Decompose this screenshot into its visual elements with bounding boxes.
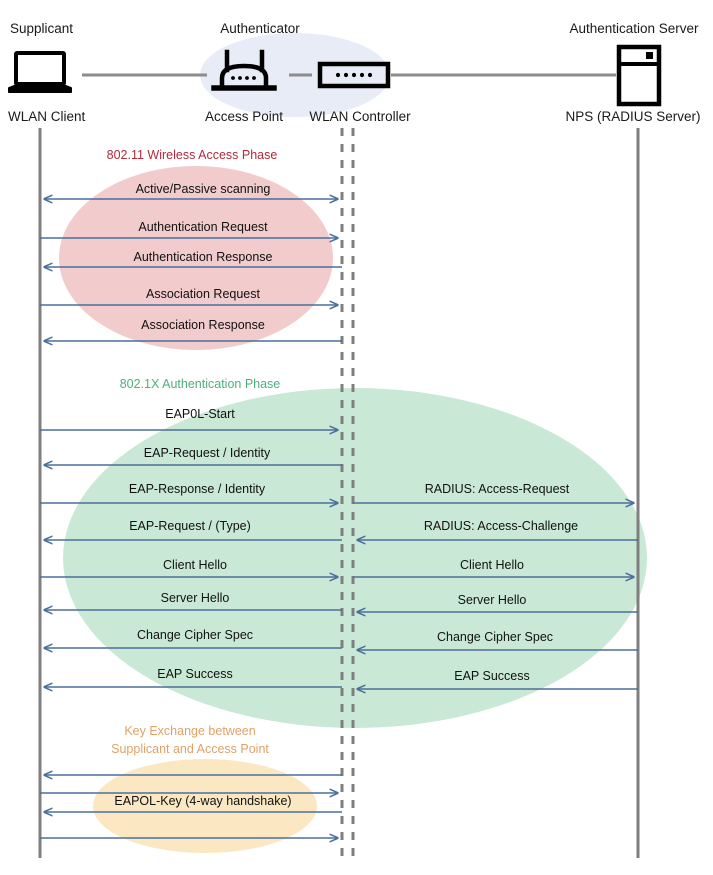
message-label: Change Cipher Spec [137, 628, 253, 642]
actor-device-access-point: Access Point [205, 109, 283, 124]
phase-ellipse-dot1x [63, 388, 647, 728]
phase-label-key-exchange-line1: Key Exchange between [124, 724, 255, 738]
message-label: EAP-Request / (Type) [129, 519, 251, 533]
message-label: RADIUS: Access-Challenge [424, 519, 578, 533]
access-point-icon [211, 49, 277, 91]
message-label: Association Response [141, 318, 265, 332]
message-label: EAP-Response / Identity [129, 482, 266, 496]
phase-label-wireless-access: 802.11 Wireless Access Phase [107, 148, 278, 162]
message-label: Server Hello [458, 593, 527, 607]
message-group-dot1x-right: RADIUS: Access-Request RADIUS: Access-Ch… [353, 482, 638, 689]
message-label: Active/Passive scanning [136, 182, 271, 196]
message-label: Association Request [146, 287, 260, 301]
wlan-controller-icon [317, 61, 391, 89]
message-group-dot1x-left: EAP0L-Start EAP-Request / Identity EAP-R… [40, 407, 342, 687]
message-group-key-exchange: EAPOL-Key (4-way handshake) [40, 775, 342, 838]
phase-ellipse-wireless [59, 166, 333, 350]
phase-label-dot1x-authentication: 802.1X Authentication Phase [120, 377, 281, 391]
laptop-icon [8, 51, 72, 93]
message-label: EAP Success [454, 669, 530, 683]
phase-ellipse-key-exchange [93, 759, 317, 853]
message-label: RADIUS: Access-Request [425, 482, 570, 496]
message-label: EAP-Request / Identity [144, 446, 271, 460]
actor-role-supplicant: Supplicant [10, 21, 73, 36]
message-label: EAP Success [157, 667, 233, 681]
actor-device-nps-radius-server: NPS (RADIUS Server) [565, 109, 700, 124]
message-label: EAPOL-Key (4-way handshake) [114, 794, 291, 808]
message-label: Change Cipher Spec [437, 630, 553, 644]
message-label: Authentication Response [134, 250, 273, 264]
server-icon [616, 44, 662, 107]
phase-label-key-exchange-line2: Supplicant and Access Point [111, 742, 269, 756]
message-label: EAP0L-Start [165, 407, 235, 421]
message-label: Client Hello [460, 558, 524, 572]
actor-device-wlan-controller: WLAN Controller [309, 109, 411, 124]
message-label: Server Hello [161, 591, 230, 605]
actor-role-authenticator: Authenticator [220, 21, 300, 36]
message-label: Client Hello [163, 558, 227, 572]
message-group-wireless: Active/Passive scanning Authentication R… [40, 182, 342, 341]
message-label: Authentication Request [138, 220, 268, 234]
actor-device-wlan-client: WLAN Client [8, 109, 86, 124]
actor-role-authentication-server: Authentication Server [569, 21, 699, 36]
